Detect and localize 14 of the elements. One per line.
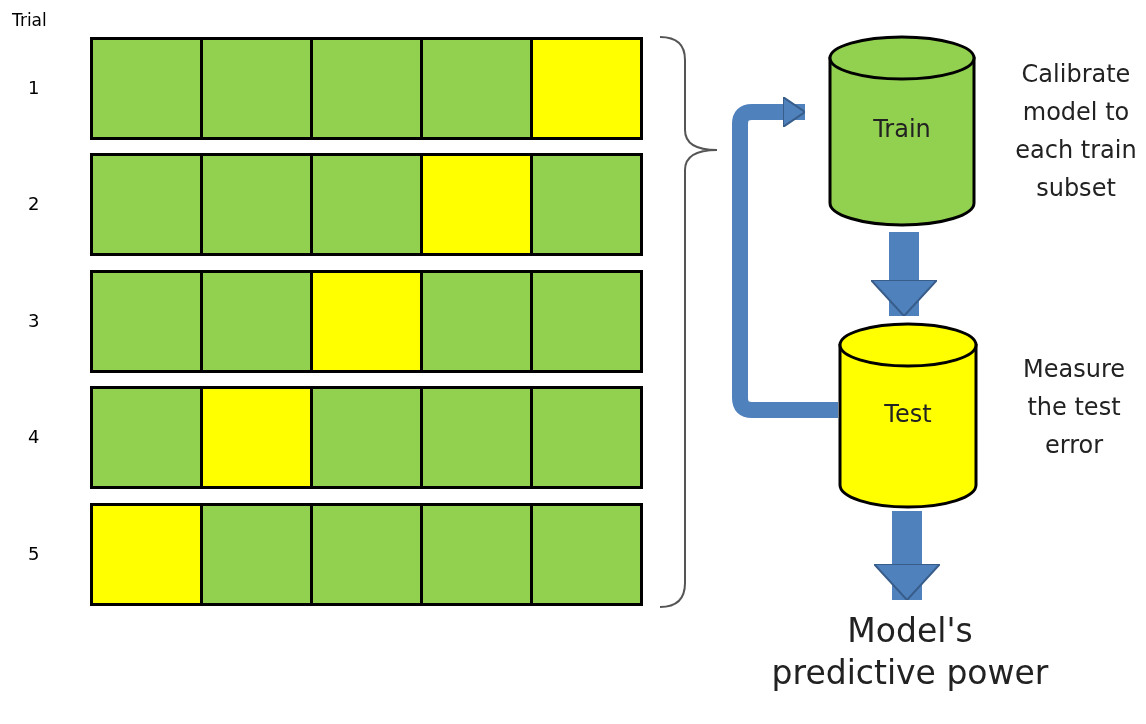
result-text: Model's predictive power [770, 610, 1050, 694]
row-number: 5 [28, 542, 40, 564]
step-note: Measure the test error [1022, 354, 1126, 461]
row-number: 1 [28, 76, 40, 98]
row-number: 4 [28, 425, 40, 447]
row-number: 2 [28, 192, 40, 214]
arrow [870, 232, 938, 317]
cylinder-label: Train [872, 115, 932, 143]
cylinder-label: Test [883, 400, 933, 428]
step-note: Calibrate model to each train subset [1014, 59, 1138, 204]
arrow [732, 96, 838, 418]
column-header: Trial [12, 10, 47, 30]
row-number: 3 [28, 309, 40, 331]
arrow [873, 511, 941, 601]
